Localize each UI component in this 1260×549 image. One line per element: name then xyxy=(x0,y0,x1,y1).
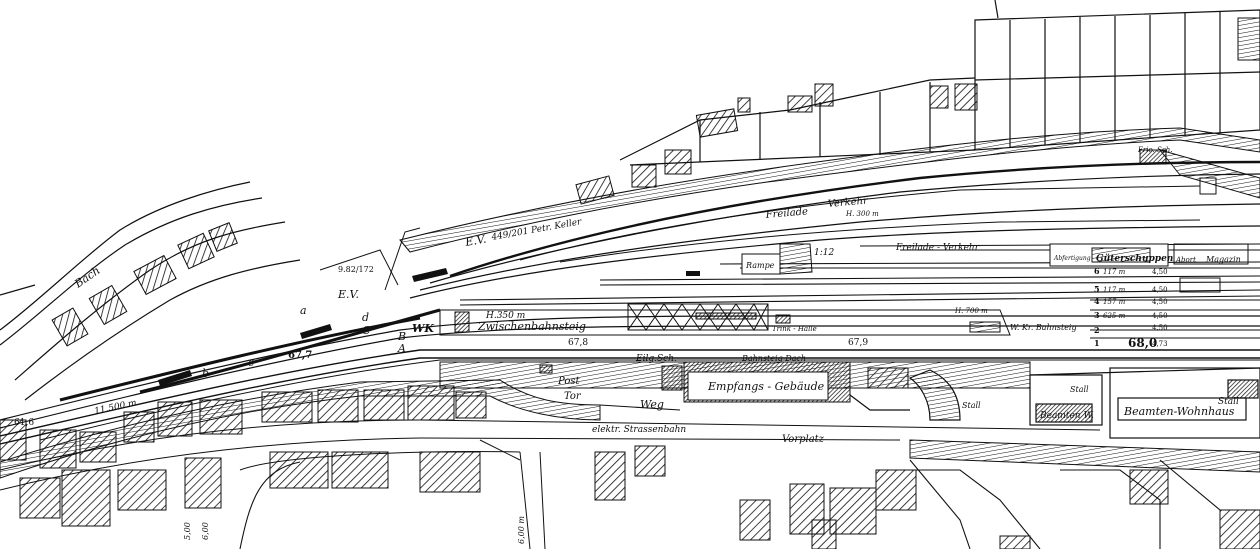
abort-building xyxy=(867,367,909,389)
switch-letter: d xyxy=(362,311,369,324)
elevation-label: 68,0 xyxy=(1128,336,1157,350)
svg-text:4,50: 4,50 xyxy=(1152,298,1168,306)
strassenbahn-label: elektr. Strassenbahn xyxy=(592,425,686,435)
trinkhalle-box xyxy=(775,314,791,324)
elevation-label: 67,8 xyxy=(568,338,588,348)
lower-town-blocks xyxy=(0,385,1260,549)
freight-yard xyxy=(741,149,1249,293)
beamten-w-label: Beamten W. xyxy=(1039,411,1094,421)
verkehr1-label: Verkehr xyxy=(827,195,869,210)
magazin-label: Magazin xyxy=(1205,255,1241,264)
embankment-upper xyxy=(399,127,1260,253)
switch-letters: a b c d A B C xyxy=(202,304,406,380)
track-row: 2 4,50 xyxy=(1094,324,1168,335)
abort-label: Abort xyxy=(1175,256,1196,264)
ev1-label: E.V. xyxy=(337,288,359,301)
ev1-ref-label: 9.82/172 xyxy=(338,265,374,274)
switch-blocks xyxy=(158,268,700,386)
svg-text:4,50: 4,50 xyxy=(1152,268,1168,276)
track-row: 4 157 m 4,50 xyxy=(1094,296,1168,306)
elevation-label: 67,9 xyxy=(848,338,868,348)
svg-text:5: 5 xyxy=(1094,284,1100,294)
svg-text:4,50: 4,50 xyxy=(1152,286,1168,294)
zwischenbahnsteig-label: Zwischenbahnsteig xyxy=(477,320,586,333)
ev2-label: E.V. xyxy=(463,232,487,249)
track-row: 3 625 m 4,50 xyxy=(1094,310,1168,320)
residential-buildings-right xyxy=(849,367,1260,439)
frie-sch-label: Frie. Sch. xyxy=(1137,146,1172,154)
svg-text:2: 2 xyxy=(1094,325,1100,335)
svg-text:3: 3 xyxy=(1094,310,1100,320)
track-row: 6 117 m 4,50 xyxy=(1094,266,1168,276)
switch-letter: B xyxy=(397,330,406,343)
switch-letter: b xyxy=(202,367,209,380)
svg-text:1: 1 xyxy=(1094,338,1100,348)
svg-text:4,73: 4,73 xyxy=(1152,340,1168,348)
hatched-houses-top xyxy=(575,17,1260,205)
svg-text:117 m: 117 m xyxy=(1103,268,1126,276)
switch-letter: A xyxy=(397,342,406,355)
stall2-label: Stall xyxy=(1070,385,1089,394)
abfertigung-label: Abfertigung xyxy=(1053,255,1091,262)
h300-label: H. 300 m xyxy=(845,210,879,218)
svg-text:157 m: 157 m xyxy=(1103,298,1126,306)
eilg-sch-building xyxy=(661,365,683,391)
lower-right-wall xyxy=(909,439,1260,473)
track-row: 5 117 m 4,50 xyxy=(1094,284,1168,294)
hatched-houses-left xyxy=(51,222,238,347)
switch-letter: c xyxy=(248,356,254,369)
svg-text:117 m: 117 m xyxy=(1103,286,1126,294)
svg-text:4,50: 4,50 xyxy=(1152,324,1168,332)
stall3-label: Stall xyxy=(1218,397,1239,407)
dim-label: 6,00 xyxy=(201,522,210,540)
h700-label: H. 700 m xyxy=(954,307,988,315)
trinkhalle-label: Trink - Halle xyxy=(772,325,817,333)
track-table: 6 117 m 4,50 5 117 m 4,50 4 157 m 4,50 3… xyxy=(1094,266,1168,348)
tor-label: Tor xyxy=(564,391,582,402)
eilg-sch-label: Eilg.Sch. xyxy=(635,354,677,364)
freilade1-label: Freilade xyxy=(764,206,808,221)
platform-canopy-truss xyxy=(627,303,769,331)
guterschuppen-label: Güterschuppen xyxy=(1096,253,1173,264)
freilade2-label: Freilade - Verkehr xyxy=(895,243,980,253)
ratio-label: 1:12 xyxy=(814,248,834,258)
rampe-label: Rampe xyxy=(745,261,775,270)
ev-plots xyxy=(319,227,421,291)
empfangs-label: Empfangs - Gebäude xyxy=(707,380,825,393)
stall1-label: Stall xyxy=(962,401,981,410)
svg-text:6: 6 xyxy=(1094,266,1100,276)
elevation-label: 67,7 xyxy=(288,350,312,361)
zwischenbahnsteig-platform xyxy=(439,309,1011,336)
svg-text:4,50: 4,50 xyxy=(1152,312,1168,320)
switch-letter: a xyxy=(300,304,307,317)
track-row: 1 4,73 xyxy=(1094,338,1168,348)
beamten-wohnhaus-label: Beamten-Wohnhaus xyxy=(1123,405,1235,418)
lower-outlines xyxy=(239,459,1221,549)
svg-text:4: 4 xyxy=(1094,296,1100,306)
post-building xyxy=(539,364,553,374)
h350-label: H.350 m xyxy=(485,311,525,321)
svg-text:625 m: 625 m xyxy=(1103,312,1126,320)
dim-label: 5,00 xyxy=(183,522,192,540)
wkr-bahnsteig-label: W. Kr. Bahnsteig xyxy=(1010,323,1077,332)
switch-letter: C xyxy=(362,324,371,337)
wk-label: WK xyxy=(412,322,434,335)
post-label: Post xyxy=(557,376,580,387)
dim-label: 6,00 m xyxy=(517,516,526,544)
bahnsteig-dach-label: Bahnsteig Dach xyxy=(741,354,806,363)
